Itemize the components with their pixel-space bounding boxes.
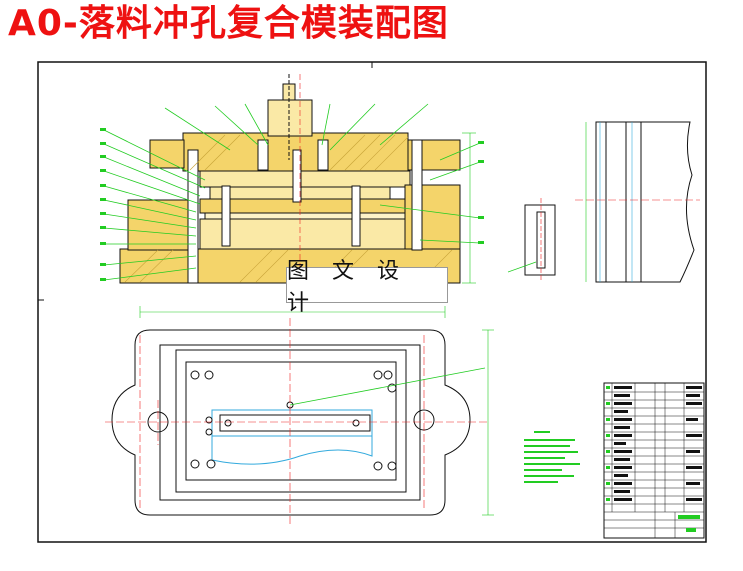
- plan-view: [105, 306, 494, 525]
- detail-section-view: [507, 198, 556, 282]
- guide-pillar-left: [187, 149, 199, 284]
- die-insert-outline: [175, 349, 407, 493]
- side-plate: [595, 121, 642, 283]
- ejector-rod-left: [221, 185, 231, 247]
- mounting-holes: [190, 370, 397, 471]
- drawing-title: A0-落料冲孔复合模装配图: [8, 3, 449, 44]
- technical-notes: [524, 431, 580, 483]
- screw-left: [257, 139, 269, 171]
- blank-outline: [211, 409, 373, 437]
- side-view: [575, 121, 700, 283]
- screw-right: [317, 139, 329, 171]
- upper-die-holder-left: [149, 139, 185, 169]
- watermark-stamp: 图 文 设 计: [286, 259, 448, 316]
- blank-strip: [204, 212, 406, 220]
- punch-center: [292, 149, 302, 203]
- part-leaders: [103, 103, 481, 281]
- leader-end-marks: [100, 128, 484, 281]
- main-section-view: [119, 74, 461, 290]
- lower-die-block: [199, 218, 411, 250]
- title-block: [603, 382, 705, 539]
- inner-pocket: [185, 361, 397, 481]
- punch-plate: [199, 170, 411, 188]
- blank-lower-curve: [211, 436, 373, 465]
- die-plate: [199, 198, 411, 214]
- shank-flange: [267, 99, 313, 137]
- height-dimension: [462, 132, 476, 284]
- punch-slot: [219, 414, 371, 432]
- detail-block: [524, 204, 556, 276]
- die-holder-outline: [111, 329, 471, 516]
- ejector-rod-right: [351, 185, 361, 247]
- guide-pillar-right: [411, 139, 423, 251]
